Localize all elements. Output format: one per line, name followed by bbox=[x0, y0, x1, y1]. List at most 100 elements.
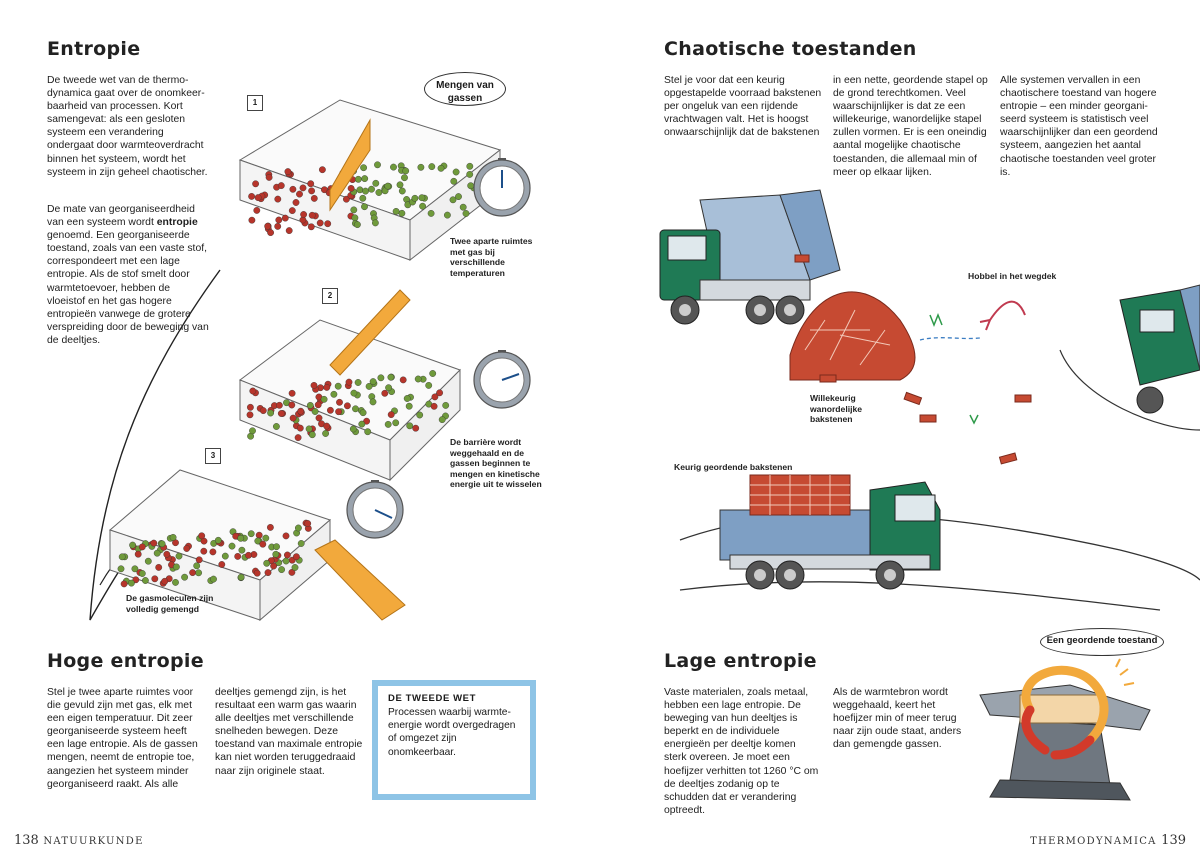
second-law-title: DE TWEEDE WET bbox=[388, 693, 477, 704]
gas-molecule bbox=[466, 171, 474, 178]
gas-molecule bbox=[350, 206, 358, 214]
gas-molecule bbox=[437, 164, 445, 172]
gas-molecule bbox=[267, 409, 275, 417]
gas-molecule bbox=[362, 187, 369, 195]
gas-molecule bbox=[402, 167, 410, 175]
gas-molecule bbox=[128, 579, 135, 587]
gas-molecule bbox=[353, 221, 361, 229]
gas-molecule bbox=[291, 564, 299, 571]
truck-scene bbox=[659, 189, 1200, 611]
gas-molecule bbox=[131, 565, 139, 573]
gas-molecule bbox=[358, 420, 366, 428]
gas-molecule bbox=[315, 414, 323, 422]
gas-molecule bbox=[326, 406, 334, 414]
gas-molecule bbox=[289, 185, 297, 193]
chaotic-col-3: Alle systemen vervallen in een chaotisch… bbox=[1000, 75, 1158, 178]
gas-molecule bbox=[359, 194, 367, 202]
gas-molecule bbox=[335, 408, 342, 416]
second-law-text: Processen waarbij warmte-energie wordt o… bbox=[388, 707, 516, 758]
gas-molecule bbox=[392, 207, 400, 215]
gas-molecule bbox=[264, 569, 272, 576]
gas-molecule bbox=[161, 577, 169, 585]
gas-molecule bbox=[347, 185, 355, 192]
neat-truck-icon bbox=[719, 474, 941, 590]
gas-molecule bbox=[455, 193, 462, 201]
gas-molecule bbox=[350, 389, 358, 397]
gas-molecule bbox=[118, 553, 126, 561]
gas-molecule bbox=[427, 209, 435, 217]
gas-molecule bbox=[307, 223, 315, 231]
gas-molecule bbox=[275, 401, 283, 409]
gas-molecule bbox=[254, 194, 262, 202]
gas-molecule bbox=[419, 202, 426, 210]
gas-molecule bbox=[297, 540, 305, 547]
gas-molecule bbox=[390, 163, 397, 171]
gas-molecule bbox=[361, 203, 368, 211]
gas-molecule bbox=[282, 532, 290, 540]
chaotic-col-2: in een nette, geordende stapel op de gro… bbox=[833, 75, 988, 178]
gas-molecule bbox=[296, 190, 303, 198]
gas-molecule bbox=[259, 407, 267, 414]
gas-molecule bbox=[282, 557, 290, 565]
mixing-gases-bubble: Mengen van gassen bbox=[424, 72, 506, 106]
gas-molecule bbox=[274, 222, 282, 230]
gas-molecule bbox=[264, 222, 272, 230]
gas-molecule bbox=[234, 552, 242, 560]
gas-molecule bbox=[392, 419, 400, 427]
gas-molecule bbox=[254, 537, 262, 545]
gas-molecule bbox=[283, 551, 291, 559]
gas-molecule bbox=[155, 563, 163, 571]
stopwatch-icon bbox=[473, 158, 531, 217]
gas-molecule bbox=[183, 545, 191, 552]
gas-molecule bbox=[248, 193, 256, 200]
gas-molecule bbox=[369, 398, 377, 406]
gas-molecule bbox=[364, 428, 372, 436]
gas-molecule bbox=[134, 550, 142, 558]
gas-molecule bbox=[452, 168, 460, 176]
gas-molecule bbox=[342, 195, 350, 203]
page-number: 138 bbox=[14, 833, 39, 848]
gas-molecule bbox=[323, 422, 331, 430]
gas-molecule bbox=[300, 211, 308, 218]
gas-molecule bbox=[218, 561, 226, 568]
gas-molecule bbox=[311, 408, 319, 415]
gas-molecule bbox=[238, 546, 246, 554]
gas-molecule bbox=[306, 401, 314, 409]
gas-molecule bbox=[416, 411, 424, 419]
high-entropy-col-1: Stel je twee aparte ruimtes voor die gev… bbox=[47, 687, 198, 790]
gas-molecule bbox=[246, 411, 254, 419]
caption-step-2: De barrière wordt weggehaald en de gasse… bbox=[450, 437, 542, 490]
gas-molecule bbox=[381, 389, 389, 397]
gas-molecule bbox=[308, 211, 316, 219]
gas-molecule bbox=[442, 401, 450, 409]
gas-molecule bbox=[289, 414, 297, 422]
gas-molecule bbox=[292, 553, 300, 561]
gas-molecule bbox=[173, 563, 180, 571]
gas-molecule bbox=[450, 177, 458, 185]
gas-molecule bbox=[263, 559, 271, 567]
label-bump: Hobbel in het wegdek bbox=[968, 271, 1057, 281]
gas-molecule bbox=[249, 427, 256, 435]
gas-molecule bbox=[359, 409, 367, 417]
entropy-paragraph-1: De tweede wet van de thermo-dynamica gaa… bbox=[47, 75, 208, 178]
gas-molecule bbox=[398, 209, 406, 217]
label-neat-bricks: Keurig geordende bakstenen bbox=[674, 462, 793, 472]
gas-molecule bbox=[401, 174, 408, 182]
section-name: THERMODYNAMICA bbox=[1030, 836, 1157, 847]
entropy-heading: Entropie bbox=[47, 38, 141, 60]
gas-molecule bbox=[294, 434, 302, 441]
gas-molecule bbox=[356, 186, 364, 194]
high-entropy-col-2: deeltjes gemengd zijn, is het resultaat … bbox=[215, 687, 363, 777]
gas-molecule bbox=[307, 180, 315, 188]
gas-molecule bbox=[323, 383, 331, 391]
gas-molecule bbox=[195, 569, 203, 577]
page-number: 139 bbox=[1161, 833, 1186, 848]
low-entropy-heading: Lage entropie bbox=[664, 650, 817, 672]
section-name: NATUURKUNDE bbox=[43, 836, 144, 847]
gas-box-2 bbox=[238, 289, 461, 482]
gas-molecule bbox=[462, 210, 470, 217]
gas-molecule bbox=[369, 378, 377, 385]
gas-molecule bbox=[322, 430, 329, 437]
second-law-box: DE TWEEDE WET Processen waarbij warmte-e… bbox=[372, 680, 536, 800]
gas-molecule bbox=[129, 541, 137, 549]
